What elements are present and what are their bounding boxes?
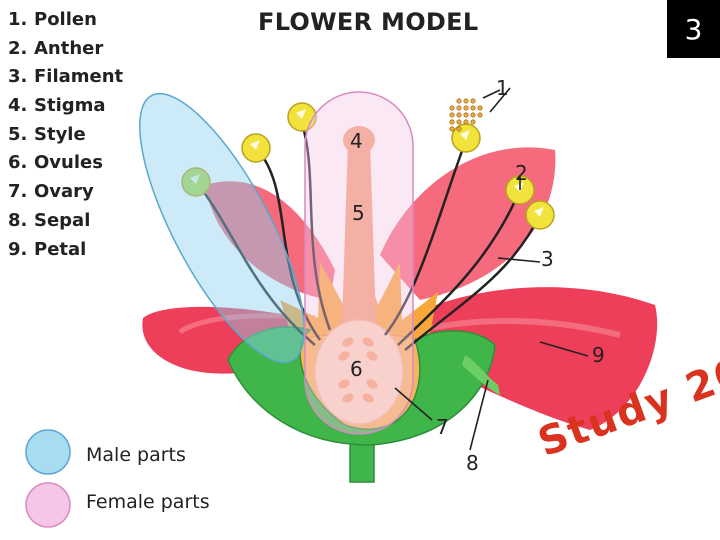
parts-list-item: 2.Anther (8, 37, 104, 59)
pollen-grains (449, 98, 483, 132)
parts-list-item: 9.Petal (8, 238, 87, 260)
parts-list-item: 5.Style (8, 123, 86, 145)
parts-list-item: 3.Filament (8, 66, 124, 88)
stigma (343, 126, 375, 154)
parts-list-item: 7.Ovary (8, 181, 94, 203)
parts-list-item: 1.Pollen (8, 9, 97, 30)
callout-ovules: 6 (350, 357, 363, 381)
callout-style: 5 (352, 201, 365, 225)
female-parts-highlight (304, 91, 414, 435)
callout-petal: 9 (592, 343, 605, 367)
female-key-swatch (25, 482, 71, 528)
callout-pollen: 1 (496, 76, 509, 100)
male-key-swatch (25, 429, 71, 475)
style (342, 131, 376, 325)
petal-upper-left (205, 181, 335, 300)
ovary (314, 319, 404, 425)
parts-list-item: 6.Ovules (8, 152, 103, 174)
ovules (338, 337, 378, 403)
male-key-label: Male parts (86, 444, 186, 466)
parts-list-item: 4.Stigma (8, 95, 106, 117)
female-key-label: Female parts (86, 491, 210, 513)
leader-lines (394, 87, 589, 451)
callout-sepal: 8 (466, 451, 479, 475)
male-parts-highlight (139, 92, 305, 364)
callout-ovary: 7 (436, 415, 449, 439)
parts-list: 1.Pollen 2.Anther 3.Filament 4.Stigma 5.… (8, 6, 123, 264)
callout-stigma: 4 (350, 129, 363, 153)
parts-list-item: 8.Sepal (8, 209, 91, 231)
slide-number-badge: 3 (667, 0, 720, 58)
page-title: FLOWER MODEL (258, 8, 479, 36)
callout-anther: 2 (515, 161, 528, 185)
callout-filament: 3 (541, 247, 554, 271)
